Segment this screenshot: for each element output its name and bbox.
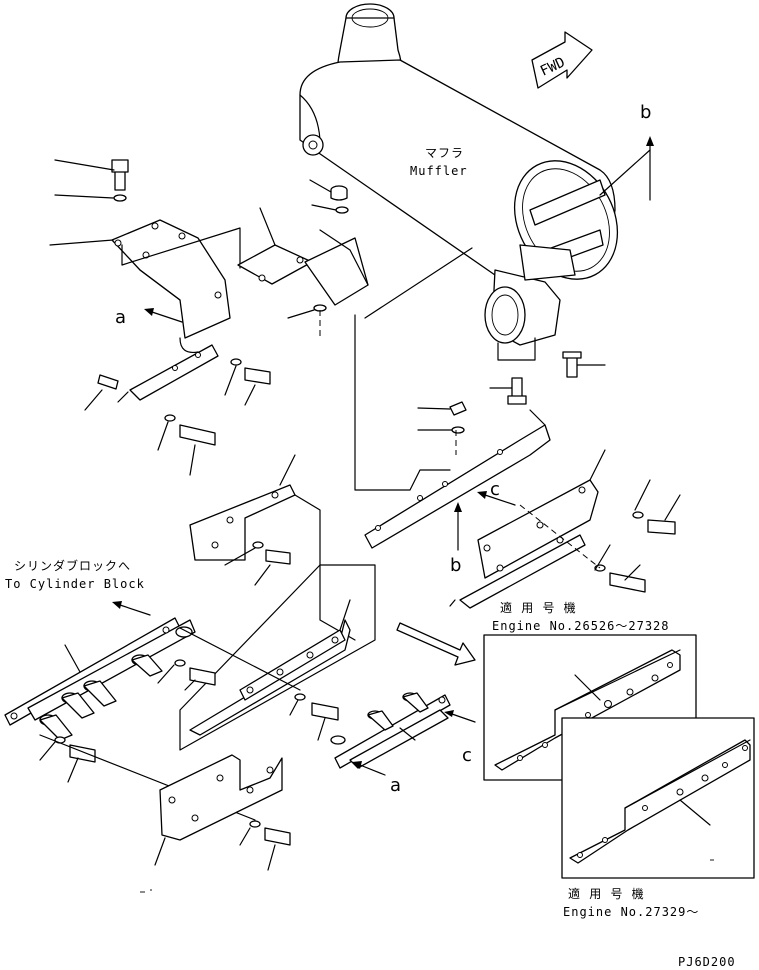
center-long-bracket (354, 314, 551, 549)
ref-c-bottom: c (444, 710, 476, 766)
ref-a-bottom: a (352, 761, 401, 796)
muffler (299, 3, 651, 405)
muffler-label-jp: マフラ (425, 146, 464, 160)
svg-text:a: a (115, 307, 126, 328)
cylinder-block-rail (4, 617, 301, 821)
ref-a-top: a (115, 307, 183, 328)
applicable-label-2: 適 用 号 機 (568, 886, 645, 901)
cylinder-label-jp: シリンダブロックへ (14, 558, 131, 573)
svg-text:c: c (490, 479, 500, 500)
left-upper-bracket (49, 159, 271, 476)
svg-text:a: a (390, 775, 401, 796)
to-cylinder-arrow (112, 601, 151, 616)
engine-variant-2-bracket (561, 717, 755, 879)
applicable-label-1: 適 用 号 機 (500, 600, 577, 615)
right-mid-bracket (449, 449, 681, 609)
ref-b-bottom: b (450, 502, 462, 576)
svg-text:b: b (640, 102, 651, 123)
ref-c-top: c (477, 479, 516, 506)
svg-text:b: b (450, 555, 461, 576)
triangle-bracket (179, 564, 376, 751)
variant-arrow-1-icon (396, 622, 476, 666)
muffler-label-en: Muffler (410, 164, 468, 178)
ref-b-top: b (640, 102, 654, 201)
left-mid-bracket (189, 454, 356, 641)
bottom-left-bracket (140, 754, 291, 893)
engine-range-2: Engine No.27329～ (563, 905, 699, 919)
cylinder-label-en: To Cylinder Block (5, 577, 145, 591)
svg-text:c: c (462, 745, 472, 766)
fwd-arrow-icon: FWD (531, 31, 593, 89)
engine-range-1: Engine No.26526～27328 (492, 619, 670, 633)
center-plates (237, 179, 369, 338)
lower-right-rail (330, 692, 451, 769)
drawing-code: PJ6D200 (678, 955, 736, 969)
